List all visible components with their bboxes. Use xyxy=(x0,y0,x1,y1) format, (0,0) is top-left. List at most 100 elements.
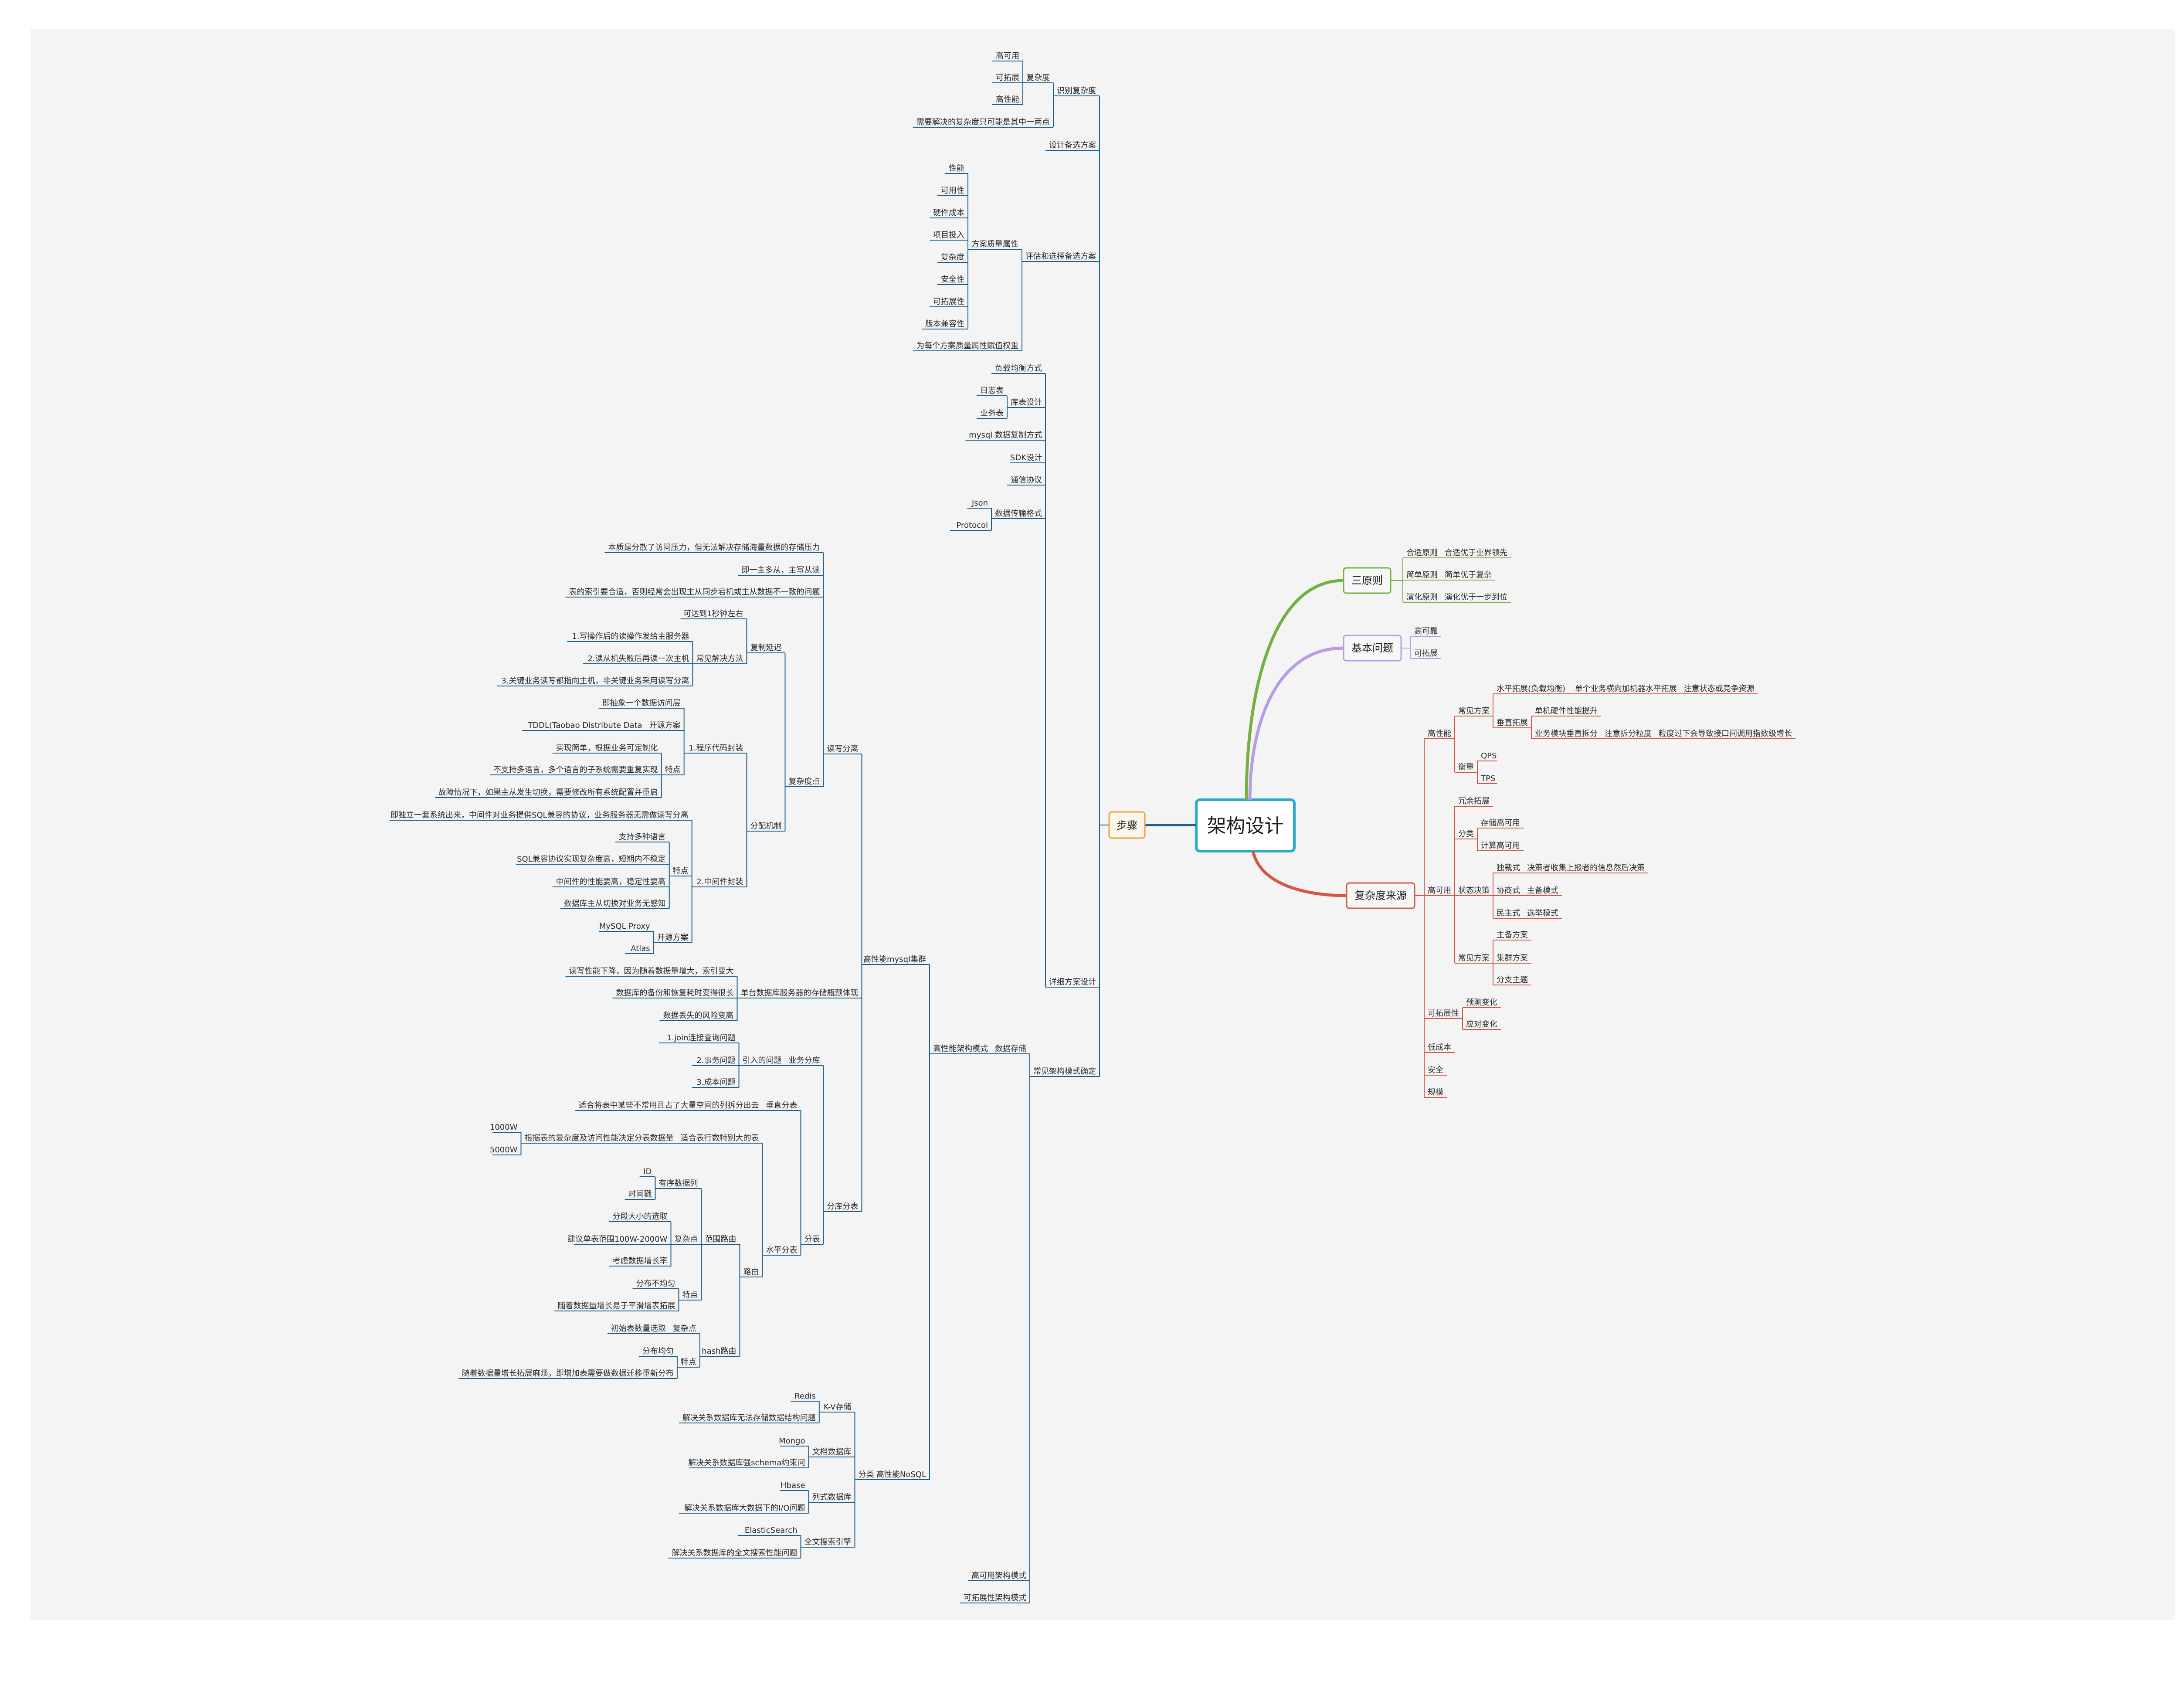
node-75[interactable]: 适合将表中某些不常用且占了大量空间的列拆分出去 xyxy=(579,1101,759,1110)
node-87[interactable]: 分段大小的选取 xyxy=(613,1212,668,1221)
node-46[interactable]: 即抽象一个数据访问层 xyxy=(602,699,681,708)
node-49[interactable]: 特点 xyxy=(665,765,681,774)
node-21[interactable]: 日志表 xyxy=(980,386,1004,395)
node-141[interactable]: 状态决策 xyxy=(1458,886,1490,895)
node-84[interactable]: ID xyxy=(643,1167,652,1176)
node-44[interactable]: 分配机制 xyxy=(750,822,782,831)
node-135[interactable]: TPS xyxy=(1480,774,1495,783)
node-35[interactable]: 即一主多从，主写从读 xyxy=(742,566,820,575)
node-85[interactable]: 时间戳 xyxy=(628,1190,652,1199)
node-117[interactable]: 简单原则 xyxy=(1406,570,1438,580)
node-9[interactable]: 性能 xyxy=(949,164,964,173)
node-58[interactable]: 中间件的性能要高，稳定性要高 xyxy=(556,877,666,886)
node-143[interactable]: 决策者收集上报者的信息然后决策 xyxy=(1527,863,1645,873)
node-115[interactable]: 合适原则 xyxy=(1406,548,1438,557)
node-68[interactable]: 业务分库 xyxy=(789,1056,820,1065)
node-6[interactable]: 设计备选方案 xyxy=(1049,141,1096,150)
node-18[interactable]: 详细方案设计 xyxy=(1049,978,1096,987)
node-127[interactable]: 注意状态或竞争资源 xyxy=(1684,684,1755,693)
node-15[interactable]: 可拓展性 xyxy=(933,297,964,306)
node-131[interactable]: 注意拆分粒度 xyxy=(1605,729,1652,738)
node-108[interactable]: Hbase xyxy=(781,1481,805,1490)
node-10[interactable]: 可用性 xyxy=(941,186,964,195)
node-109[interactable]: 解决关系数据库大数据下的I/O问题 xyxy=(684,1504,805,1513)
node-91[interactable]: 分布不均匀 xyxy=(636,1279,675,1288)
node-95[interactable]: 初始表数量选取 xyxy=(611,1324,666,1333)
node-23[interactable]: mysql 数据复制方式 xyxy=(969,431,1042,440)
node-31[interactable]: 高性能架构模式 xyxy=(933,1044,988,1053)
node-94[interactable]: 复杂点 xyxy=(673,1324,696,1333)
node-64[interactable]: 读写性能下降，因为随着数据量增大，索引变大 xyxy=(569,967,734,976)
node-155[interactable]: 低成本 xyxy=(1428,1043,1451,1052)
node-20[interactable]: 库表设计 xyxy=(1011,398,1042,407)
node-1[interactable]: 复杂度 xyxy=(1026,73,1050,82)
node-81[interactable]: 路由 xyxy=(743,1267,759,1277)
node-39[interactable]: 可达到1秒钟左右 xyxy=(683,609,743,618)
node-11[interactable]: 硬件成本 xyxy=(933,208,964,217)
node-134[interactable]: QPS xyxy=(1481,751,1497,761)
node-5[interactable]: 需要解决的复杂度只可能是其中一两点 xyxy=(916,118,1050,127)
node-77[interactable]: 适合表行数特别大的表 xyxy=(681,1134,759,1143)
node-53[interactable]: 2.中间件封装 xyxy=(696,877,743,886)
node-119[interactable]: 演化原则 xyxy=(1406,593,1438,602)
node-22[interactable]: 业务表 xyxy=(980,409,1004,418)
node-34[interactable]: 本质是分散了访问压力，但无法解决存储海量数据的存储压力 xyxy=(608,543,820,552)
node-154[interactable]: 应对变化 xyxy=(1466,1020,1497,1029)
node-80[interactable]: 5000W xyxy=(490,1145,518,1155)
node-136[interactable]: 高可用 xyxy=(1428,886,1451,895)
node-150[interactable]: 集群方案 xyxy=(1497,954,1528,963)
node-140[interactable]: 计算高可用 xyxy=(1481,841,1520,850)
node-59[interactable]: 数据库主从切换对业务无感知 xyxy=(564,899,666,908)
node-76[interactable]: 水平分表 xyxy=(766,1246,798,1255)
node-66[interactable]: 数据丢失的风险变高 xyxy=(663,1011,734,1020)
node-67[interactable]: 分库分表 xyxy=(827,1202,859,1211)
node-42[interactable]: 2.读从机失败后再读一次主机 xyxy=(587,654,689,663)
node-12[interactable]: 项目投入 xyxy=(933,231,964,240)
node-122[interactable]: 可拓展 xyxy=(1414,649,1438,658)
node-123[interactable]: 高性能 xyxy=(1428,729,1451,738)
node-147[interactable]: 选举模式 xyxy=(1527,909,1558,918)
node-30[interactable]: 数据存储 xyxy=(995,1044,1026,1053)
node-103[interactable]: 解决关系数据库无法存储数据结构问题 xyxy=(682,1413,816,1423)
node-126[interactable]: 单个业务横向加机器水平拓展 xyxy=(1575,684,1677,693)
node-133[interactable]: 衡量 xyxy=(1458,763,1474,772)
node-7[interactable]: 评估和选择备选方案 xyxy=(1025,252,1096,261)
node-112[interactable]: 解决关系数据库的全文搜索性能问题 xyxy=(672,1548,798,1558)
node-36[interactable]: 表的索引要合适，否则经常会出现主从同步宕机或主从数据不一致的问题 xyxy=(569,587,820,597)
node-26[interactable]: 数据传输格式 xyxy=(995,509,1042,518)
node-106[interactable]: 解决关系数据库强schema约束问 xyxy=(688,1458,805,1467)
node-52[interactable]: 故障情况下，如果主从发生切换，需要修改所有系统配置并重启 xyxy=(438,788,658,797)
node-139[interactable]: 存储高可用 xyxy=(1481,818,1520,828)
node-128[interactable]: 垂直拓展 xyxy=(1497,718,1528,727)
node-96[interactable]: 特点 xyxy=(681,1358,696,1367)
node-90[interactable]: 特点 xyxy=(682,1290,698,1300)
node-146[interactable]: 民主式 xyxy=(1497,909,1520,918)
node-0[interactable]: 识别复杂度 xyxy=(1057,86,1096,95)
node-54[interactable]: 即独立一套系统出来，中间件对业务提供SQL兼容的协议，业务服务器无需做读写分离 xyxy=(390,811,689,820)
node-16[interactable]: 版本兼容性 xyxy=(925,319,964,329)
node-56[interactable]: 支持多种语言 xyxy=(619,832,666,842)
node-101[interactable]: K-V存储 xyxy=(824,1402,852,1412)
basic-problems-title[interactable]: 基本问题 xyxy=(1351,642,1393,654)
node-79[interactable]: 1000W xyxy=(490,1123,518,1132)
node-40[interactable]: 常见解决方法 xyxy=(696,654,743,663)
node-4[interactable]: 高性能 xyxy=(996,95,1019,104)
node-51[interactable]: 不支持多语言，多个语言的子系统需要重复实现 xyxy=(493,765,658,774)
node-145[interactable]: 主备模式 xyxy=(1527,886,1558,895)
node-83[interactable]: 有序数据列 xyxy=(659,1179,698,1188)
node-153[interactable]: 预测变化 xyxy=(1466,998,1497,1007)
node-65[interactable]: 数据库的备份和恢复耗时变得很长 xyxy=(616,988,734,998)
node-157[interactable]: 规模 xyxy=(1428,1088,1443,1097)
node-62[interactable]: Atlas xyxy=(631,944,650,953)
node-45[interactable]: 1.程序代码封装 xyxy=(689,744,743,753)
node-74[interactable]: 垂直分表 xyxy=(766,1101,798,1110)
node-129[interactable]: 单机硬件性能提升 xyxy=(1535,706,1598,716)
node-33[interactable]: 读写分离 xyxy=(827,744,859,754)
node-151[interactable]: 分支主题 xyxy=(1497,975,1528,985)
node-107[interactable]: 列式数据库 xyxy=(812,1493,852,1502)
node-114[interactable]: 可拓展性架构模式 xyxy=(964,1593,1026,1603)
node-142[interactable]: 独裁式 xyxy=(1497,863,1520,873)
node-86[interactable]: 复杂点 xyxy=(675,1235,698,1244)
node-13[interactable]: 复杂度 xyxy=(941,253,964,262)
node-27[interactable]: Json xyxy=(971,499,988,508)
